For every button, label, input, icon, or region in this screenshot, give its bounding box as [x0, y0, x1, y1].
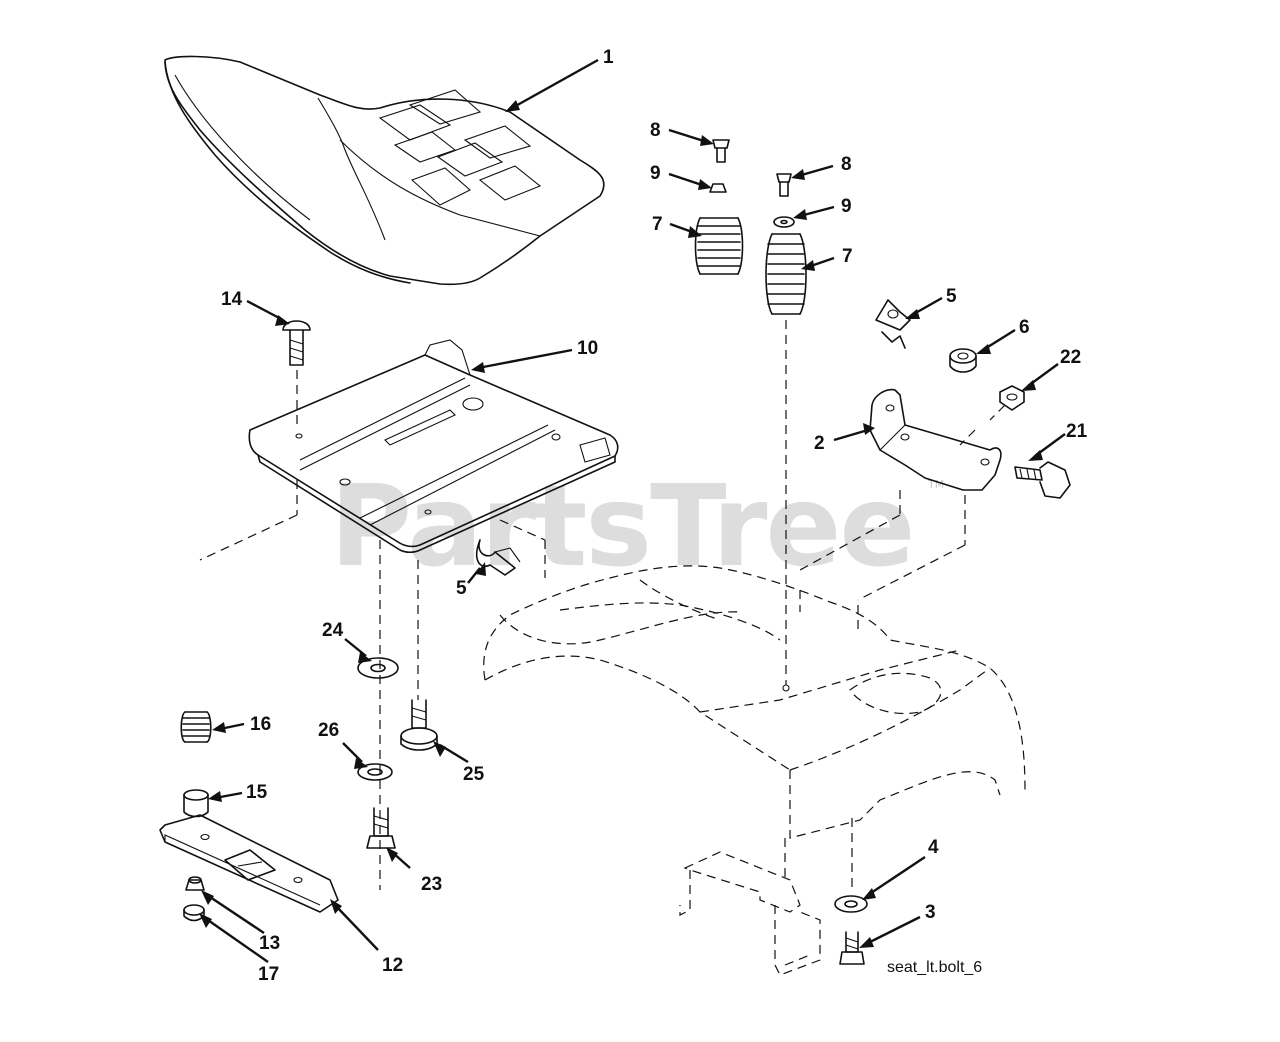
lock-washer[interactable]	[357, 763, 393, 781]
seat-clip-lower[interactable]	[475, 539, 521, 576]
callout-9-left[interactable]: 9	[650, 163, 661, 184]
callout-9-right[interactable]: 9	[841, 196, 852, 217]
spring-left[interactable]	[694, 217, 744, 275]
callout-3[interactable]: 3	[925, 902, 936, 923]
washer-upper-right[interactable]	[773, 216, 795, 228]
callout-13[interactable]: 13	[259, 933, 280, 954]
hex-bolt[interactable]	[366, 807, 396, 849]
guide-lines-left	[199, 480, 546, 890]
watermark-text: PartsTree	[330, 462, 913, 592]
callout-10[interactable]: 10	[577, 338, 598, 359]
leader-lines	[199, 58, 1066, 963]
fender-outline	[483, 565, 1026, 890]
seat-clip-upper[interactable]	[875, 299, 911, 349]
lock-washer-upper-left[interactable]	[709, 183, 727, 193]
shoulder-bolt[interactable]	[400, 699, 438, 751]
callout-21[interactable]: 21	[1066, 421, 1088, 442]
callout-5-lower[interactable]: 5	[456, 578, 467, 599]
nut-insert[interactable]	[949, 348, 977, 373]
callout-8-left[interactable]: 8	[650, 120, 661, 141]
carriage-bolt[interactable]	[282, 320, 311, 430]
hex-nut[interactable]	[999, 385, 1025, 411]
spacer[interactable]	[183, 789, 209, 818]
callout-26[interactable]: 26	[318, 720, 339, 741]
watermark-tm: TM	[927, 478, 944, 491]
shoulder-bolt-bracket[interactable]	[1014, 461, 1071, 499]
callout-24[interactable]: 24	[322, 620, 344, 641]
spring-small[interactable]	[180, 711, 212, 743]
bolt-upper-left[interactable]	[712, 139, 730, 163]
callout-5-upper[interactable]: 5	[946, 286, 957, 307]
seat-bracket[interactable]	[869, 388, 1002, 491]
flange-nut-lower[interactable]	[183, 904, 205, 922]
seat-pan[interactable]	[248, 339, 619, 554]
seat-cushion[interactable]	[164, 55, 605, 286]
watermark: PartsTree TM	[330, 462, 944, 592]
callout-1[interactable]: 1	[603, 47, 614, 68]
callout-17[interactable]: 17	[258, 964, 279, 985]
callout-14[interactable]: 14	[221, 289, 243, 310]
callout-6[interactable]: 6	[1019, 317, 1030, 338]
callout-7-right[interactable]: 7	[842, 246, 853, 267]
callout-16[interactable]: 16	[250, 714, 271, 735]
hex-bolt-lower[interactable]	[839, 931, 865, 965]
callout-7-left[interactable]: 7	[652, 214, 663, 235]
guide-lines-right	[799, 404, 1006, 601]
seat-plate[interactable]	[159, 814, 339, 913]
callout-23[interactable]: 23	[421, 874, 442, 895]
bolt-upper-right[interactable]	[776, 173, 792, 197]
callout-2[interactable]: 2	[814, 433, 825, 454]
callout-8-right[interactable]: 8	[841, 154, 852, 175]
diagram-code: seat_lt.bolt_6	[887, 959, 982, 976]
callout-12[interactable]: 12	[382, 955, 403, 976]
washer-lower[interactable]	[834, 895, 868, 913]
callout-22[interactable]: 22	[1060, 347, 1081, 368]
callout-4[interactable]: 4	[928, 837, 939, 858]
callout-15[interactable]: 15	[246, 782, 268, 803]
flange-nut[interactable]	[185, 876, 205, 891]
callout-labels: 1 2 3 4 5 5 6 7 7 8 8 9 9 10 12 13 14 15…	[221, 47, 1088, 985]
spring-right[interactable]	[765, 233, 807, 685]
callout-25[interactable]: 25	[463, 764, 485, 785]
lower-bracket-outline	[679, 851, 821, 976]
washer[interactable]	[357, 657, 399, 679]
